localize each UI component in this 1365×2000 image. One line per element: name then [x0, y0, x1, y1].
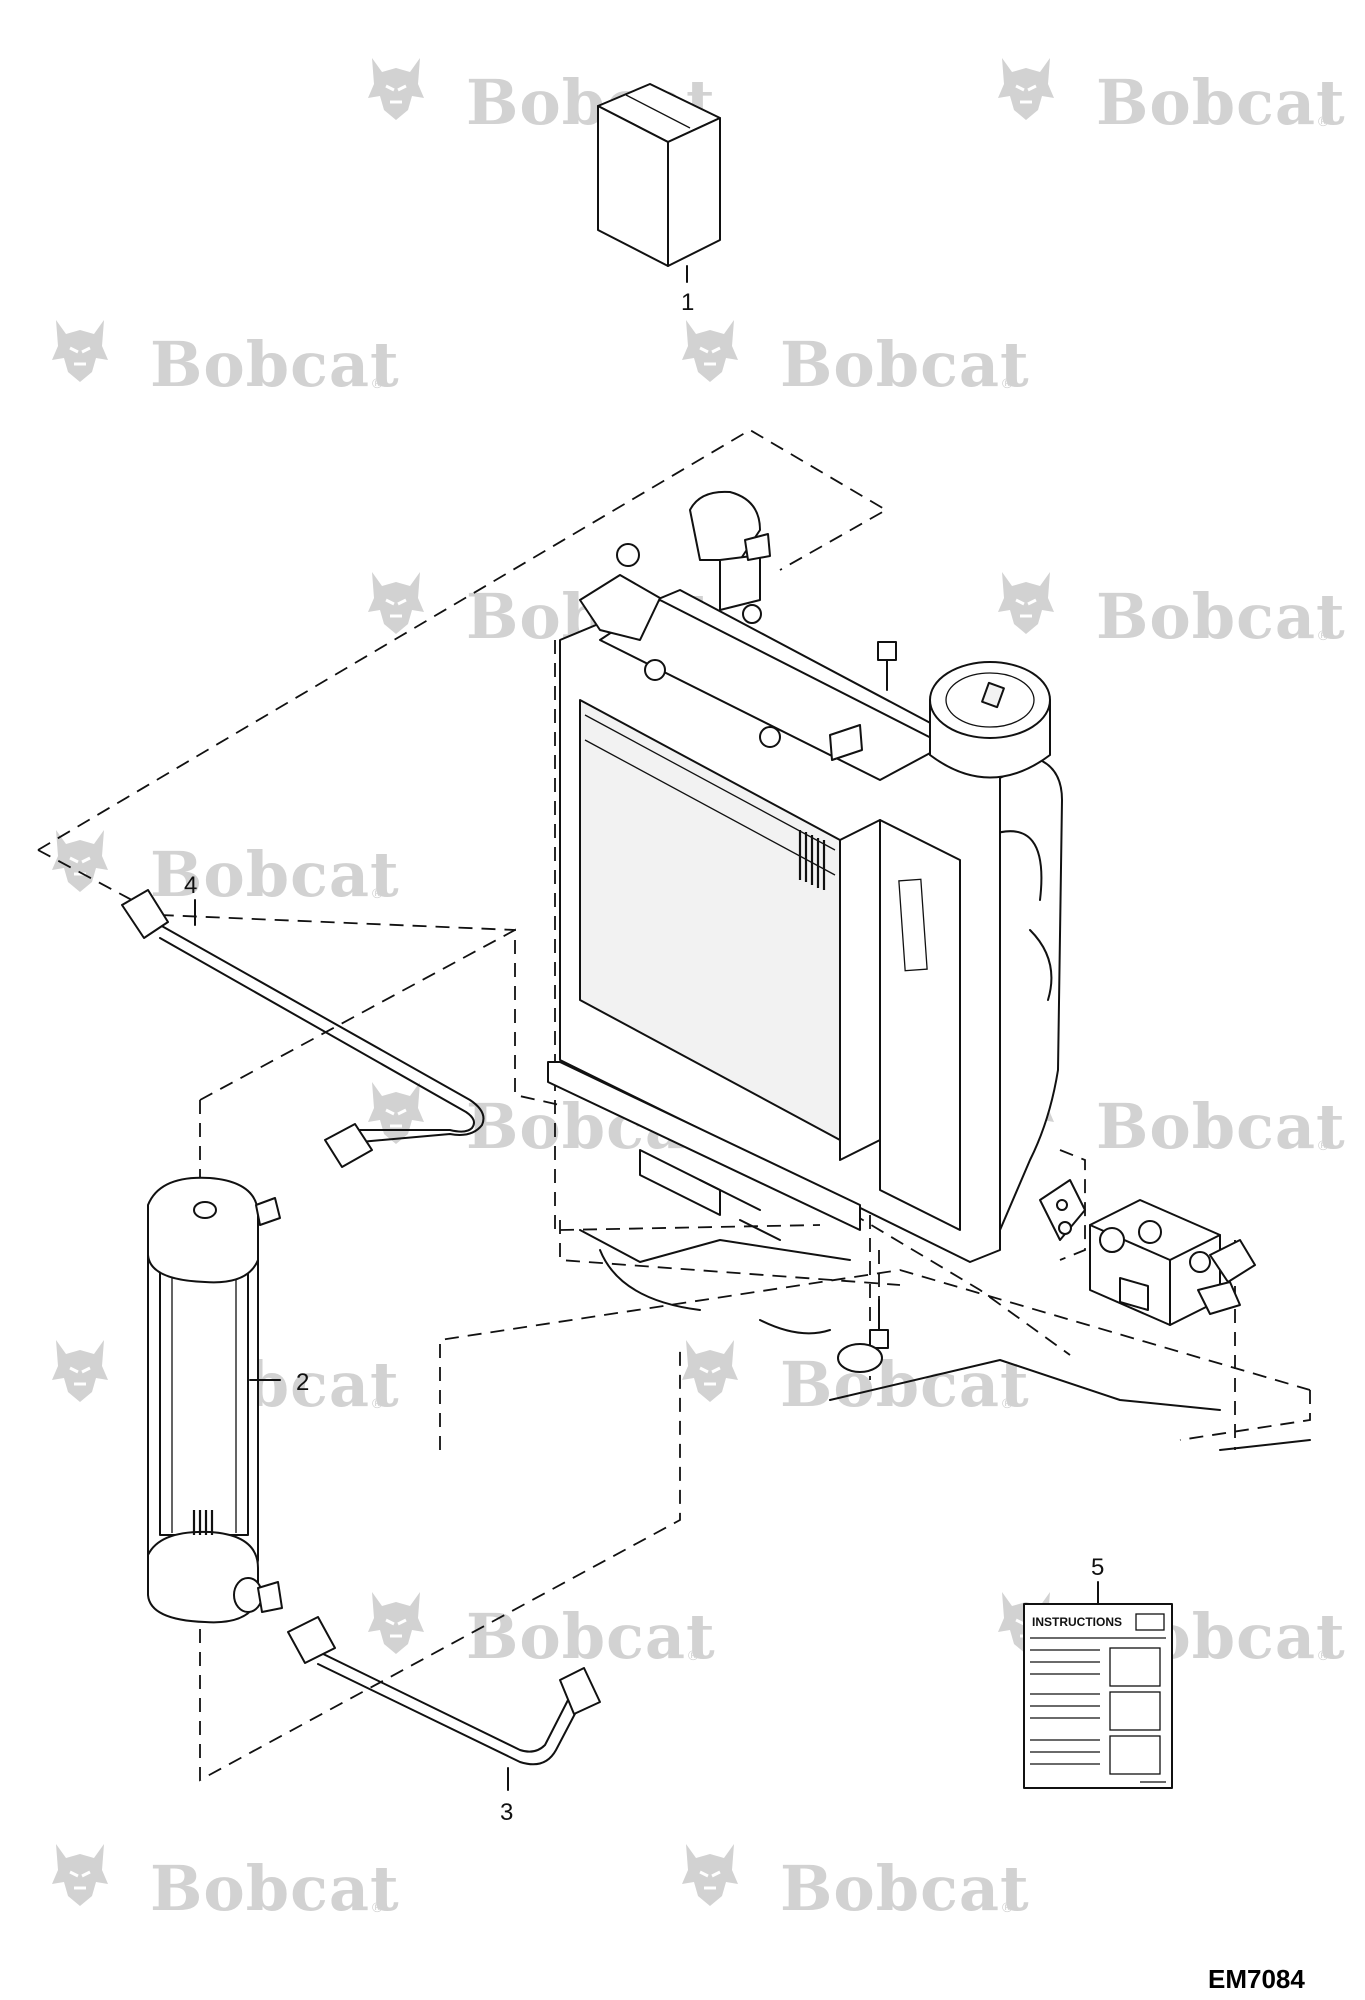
watermark-mark: ® [1318, 627, 1329, 643]
watermark-mark: ® [1002, 375, 1013, 391]
part-4-upper-tube [121, 889, 485, 1168]
reservoir-cap [929, 661, 1051, 779]
watermark-mark: ® [1318, 113, 1329, 129]
part-1-box [597, 83, 721, 283]
watermark-mark: ® [372, 1395, 383, 1411]
watermark-mark: ® [372, 885, 383, 901]
watermark-mark: ® [1318, 1137, 1329, 1153]
watermark-brand: Bobcat [1096, 580, 1346, 653]
bobcat-head-logo-icon [680, 318, 740, 384]
bobcat-head-logo-icon [366, 570, 426, 636]
drawing-id: EM7084 [1208, 1964, 1305, 1994]
watermark-mark: ® [1002, 1395, 1013, 1411]
watermark: Bobcat ® [50, 828, 400, 911]
bobcat-head-logo-icon [680, 1842, 740, 1908]
bobcat-head-logo-icon [366, 56, 426, 122]
bobcat-head-logo-icon [50, 318, 110, 384]
watermark-mark: ® [372, 375, 383, 391]
callout-5: 5 [1091, 1554, 1104, 1581]
bobcat-head-logo-icon [50, 1842, 110, 1908]
radiator-assembly [547, 490, 1311, 1451]
callouts: 1 2 3 4 5 [184, 289, 1104, 1826]
watermark-brand: Bobcat [780, 1348, 1030, 1421]
watermark-brand: Bobcat [150, 1852, 400, 1925]
instructions-title: INSTRUCTIONS [1032, 1615, 1122, 1629]
part-2-oil-cooler [147, 1176, 283, 1624]
watermark: Bobcat ® [680, 1338, 1030, 1421]
callout-1: 1 [681, 289, 694, 316]
callout-2: 2 [296, 1369, 309, 1396]
part-5-instructions-card: INSTRUCTIONS [1023, 1581, 1173, 1789]
callout-3: 3 [500, 1799, 513, 1826]
watermark: Bobcat ® [50, 1842, 400, 1925]
bobcat-head-logo-icon [996, 56, 1056, 122]
watermark: Bobcat ® [366, 1590, 716, 1673]
mounting-bolt [869, 1250, 889, 1349]
mounting-bolt [877, 641, 897, 691]
watermark-mark: ® [1002, 1899, 1013, 1915]
watermark: Bobcat ® [996, 56, 1346, 139]
watermark-brand: Bobcat [1096, 1090, 1346, 1163]
watermark-mark: ® [1318, 1647, 1329, 1663]
bobcat-head-logo-icon [366, 1590, 426, 1656]
core-hatch [798, 830, 826, 890]
watermark-mark: ® [688, 1647, 699, 1663]
watermark: Bobcat ® [50, 318, 400, 401]
bobcat-head-logo-icon [680, 1338, 740, 1404]
watermark: Bobcat ® [680, 1842, 1030, 1925]
watermark-brand: Bobcat [780, 328, 1030, 401]
watermark: Bobcat ® [996, 570, 1346, 653]
watermark-brand: Bobcat [150, 838, 400, 911]
cooler-hatch [192, 1510, 214, 1535]
watermark-brand: Bobcat [150, 328, 400, 401]
callout-4: 4 [184, 872, 197, 899]
bobcat-head-logo-icon [50, 1338, 110, 1404]
watermark: Bobcat ® [996, 1080, 1346, 1163]
watermark-brand: Bobcat [780, 1852, 1030, 1925]
bobcat-head-logo-icon [366, 1080, 426, 1146]
watermark-brand: Bobcat [1096, 66, 1346, 139]
valve-block [1089, 1199, 1256, 1326]
watermark-mark: ® [372, 1899, 383, 1915]
part-3-lower-tube [287, 1616, 601, 1791]
watermark: Bobcat ® [680, 318, 1030, 401]
bobcat-head-logo-icon [996, 570, 1056, 636]
watermark-brand: Bobcat [466, 1600, 716, 1673]
